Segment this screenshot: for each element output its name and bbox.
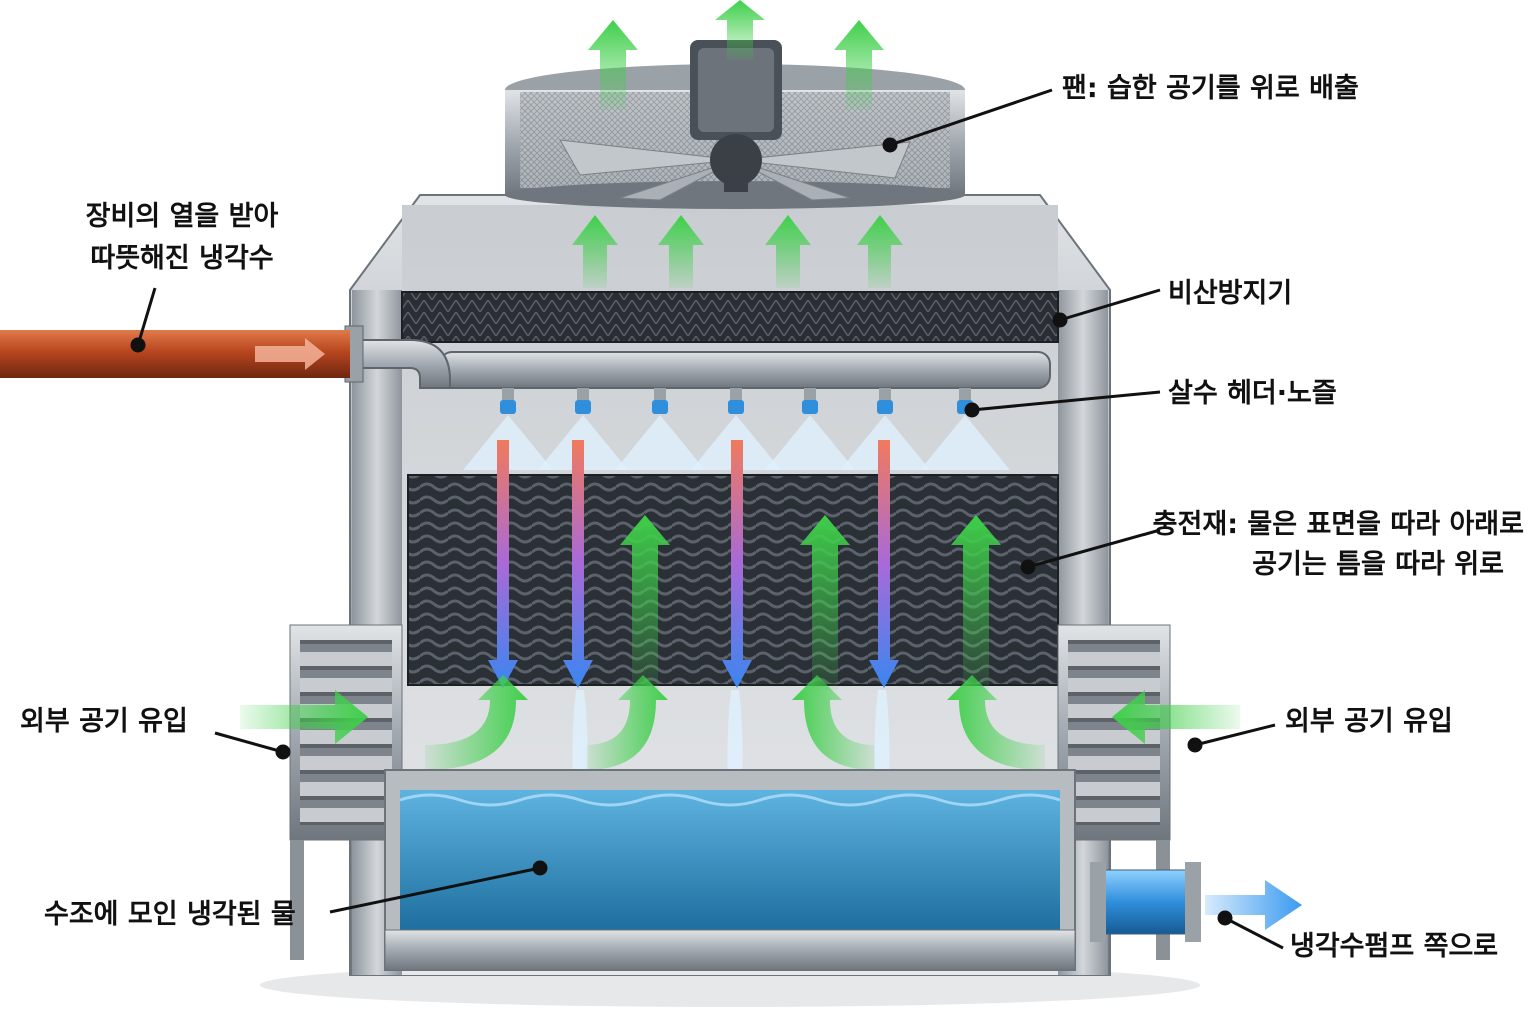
hot-water-pipe bbox=[0, 330, 350, 378]
drift-eliminator bbox=[401, 291, 1059, 343]
water-down-arrow bbox=[563, 440, 593, 688]
label-air-inlet-left: 외부 공기 유입 bbox=[20, 706, 188, 737]
nozzle-stem bbox=[804, 388, 816, 402]
label-hot-water-line1: 장비의 열을 받아 bbox=[85, 201, 279, 232]
nozzle-tip bbox=[652, 400, 668, 414]
nozzle-stem bbox=[879, 388, 891, 402]
louver-right bbox=[1057, 624, 1171, 960]
water-down-arrow bbox=[869, 440, 899, 688]
nozzle-stem bbox=[502, 388, 514, 402]
curved-inlet-arrows bbox=[425, 675, 1045, 770]
nozzle-tip bbox=[802, 400, 818, 414]
fan-housing bbox=[505, 40, 965, 209]
spray-cone bbox=[920, 415, 1010, 470]
nozzle-tip bbox=[728, 400, 744, 414]
label-fill-line1: 충전재: 물은 표면을 따라 아래로 bbox=[1152, 509, 1524, 540]
nozzle-stem bbox=[730, 388, 742, 402]
outlet-pipe bbox=[1090, 862, 1302, 942]
exhaust-air-arrows bbox=[588, 0, 884, 110]
label-hot-water-line2: 따뜻해진 냉각수 bbox=[90, 243, 274, 274]
spray-cone bbox=[615, 415, 705, 470]
side-inlet-arrows bbox=[240, 690, 1240, 744]
label-fill-line2: 공기는 틈을 따라 위로 bbox=[1252, 549, 1504, 580]
nozzle-tip bbox=[877, 400, 893, 414]
fan-icon bbox=[559, 134, 911, 201]
leader-lines bbox=[130, 88, 1284, 950]
water-down-arrow bbox=[488, 440, 518, 688]
water-basin bbox=[384, 769, 1076, 971]
rising-air-arrows bbox=[572, 215, 903, 288]
nozzle-tip bbox=[575, 400, 591, 414]
label-spray-header: 살수 헤더·노즐 bbox=[1168, 378, 1337, 409]
water-down-arrow bbox=[722, 440, 752, 688]
fill-air-arrows bbox=[620, 515, 1001, 690]
nozzle-stem bbox=[959, 388, 971, 402]
spray-nozzles bbox=[463, 388, 1010, 470]
label-fan: 팬: 습한 공기를 위로 배출 bbox=[1062, 73, 1359, 104]
nozzle-tip bbox=[500, 400, 516, 414]
water-flow-arrows bbox=[488, 440, 899, 688]
label-basin: 수조에 모인 냉각된 물 bbox=[44, 899, 296, 930]
nozzle-stem bbox=[654, 388, 666, 402]
nozzle-stem bbox=[577, 388, 589, 402]
label-to-pump: 냉각수펌프 쪽으로 bbox=[1290, 931, 1499, 962]
spray-cone bbox=[765, 415, 855, 470]
label-air-inlet-right: 외부 공기 유입 bbox=[1285, 706, 1453, 737]
label-drift-eliminator: 비산방지기 bbox=[1168, 278, 1293, 309]
